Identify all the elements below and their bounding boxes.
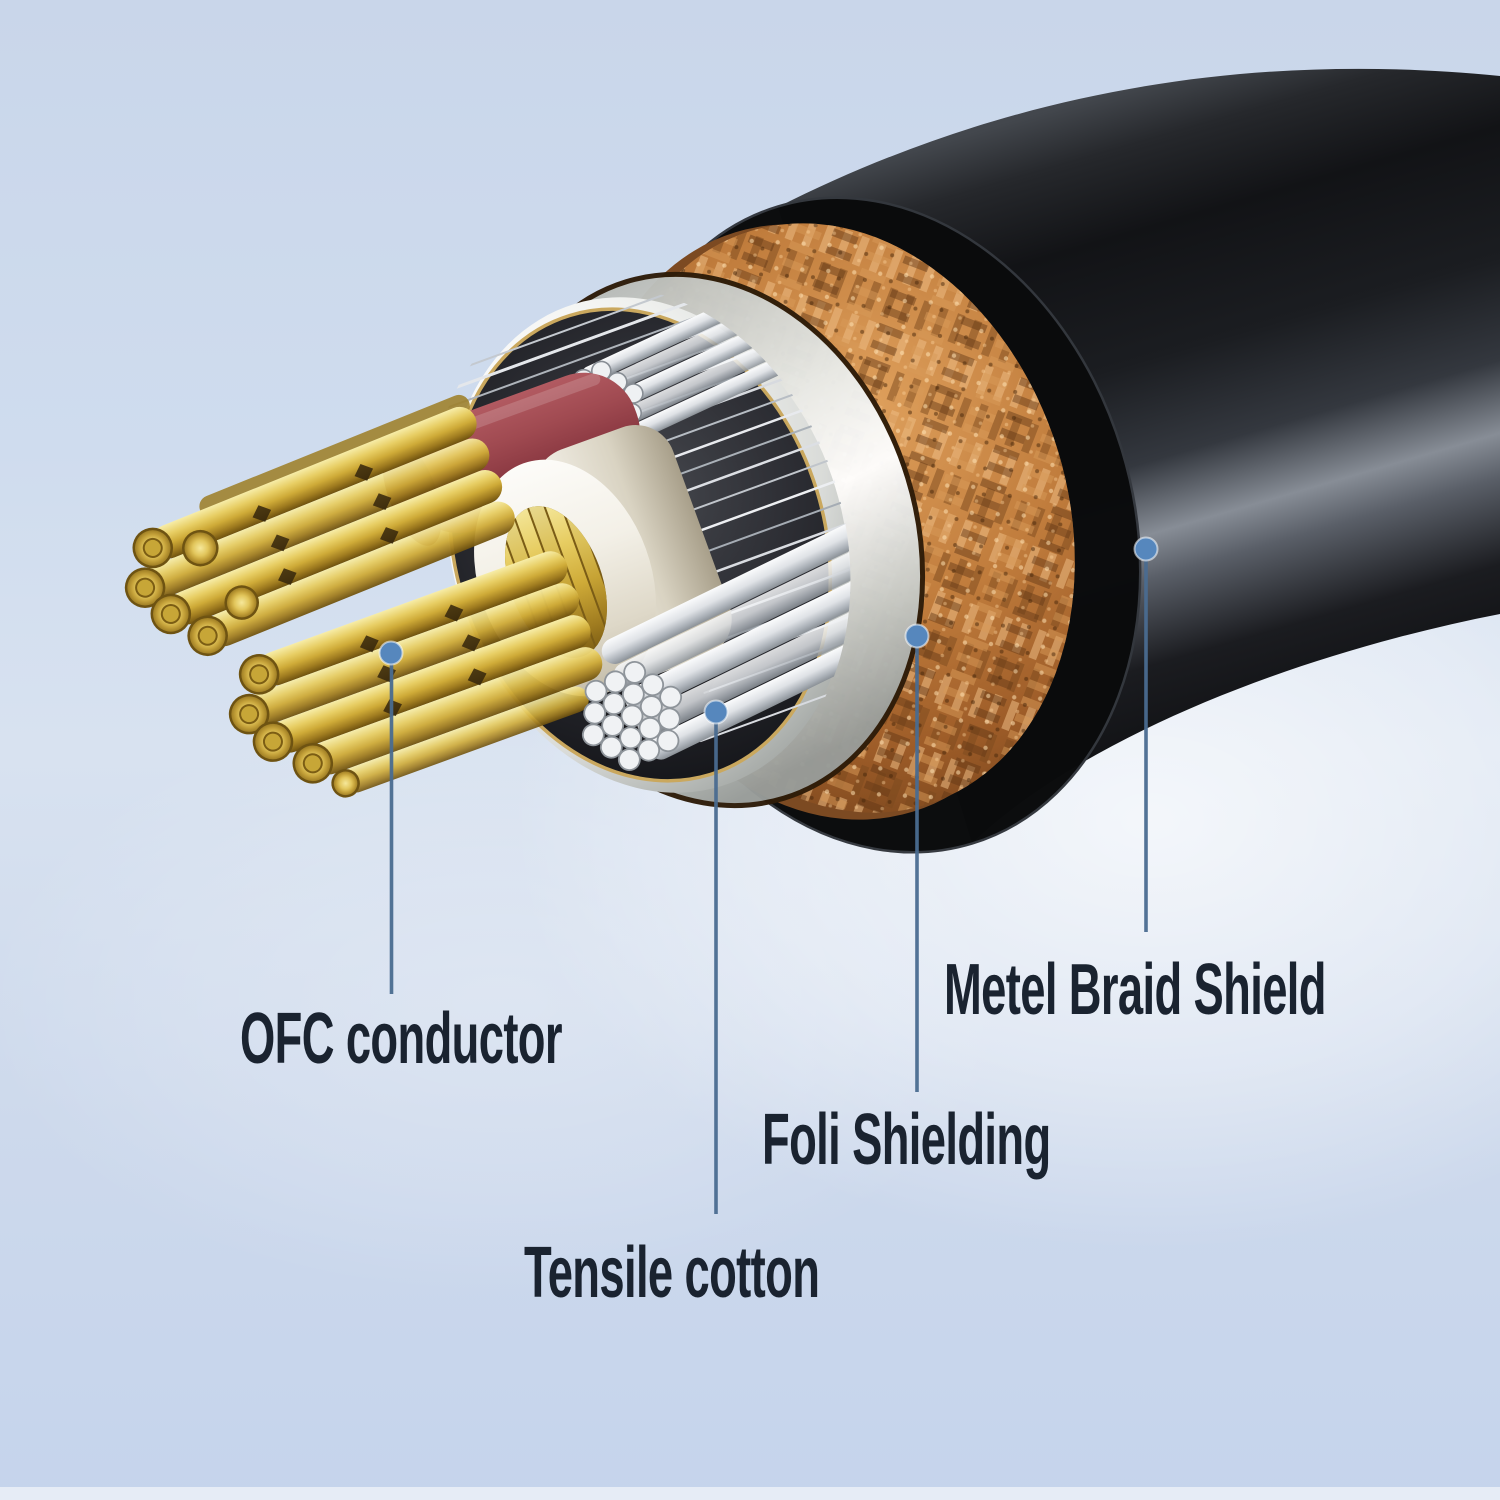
bottom-light-strip <box>0 1487 1500 1500</box>
background-glow-2 <box>0 700 1020 1300</box>
strand-twist-gaps <box>252 464 399 585</box>
callout-dot-tensile-cotton <box>703 699 729 725</box>
gold-strand-tips <box>124 527 259 657</box>
callout-dots <box>378 536 1159 725</box>
silver-strand-bundle-bottom <box>581 522 912 771</box>
label-tensile-cotton: Tensile cotton <box>524 1233 820 1313</box>
callouts <box>389 560 1148 1214</box>
label-ofc-conductor: OFC conductor <box>240 999 563 1079</box>
strand-twist-gaps <box>359 604 487 717</box>
callout-dot-foli-shielding <box>904 623 930 649</box>
ofc-conductor-bundle-upper <box>124 394 515 657</box>
callout-dot-metel-braid-shield <box>1133 536 1159 562</box>
label-foli-shielding: Foli Shielding <box>762 1100 1051 1180</box>
label-metel-braid-shield: Metel Braid Shield <box>944 950 1326 1030</box>
ofc-conductor-bundle-lower <box>228 551 603 798</box>
gold-strand-tips <box>228 654 360 798</box>
callout-dot-ofc-conductor <box>378 640 404 666</box>
